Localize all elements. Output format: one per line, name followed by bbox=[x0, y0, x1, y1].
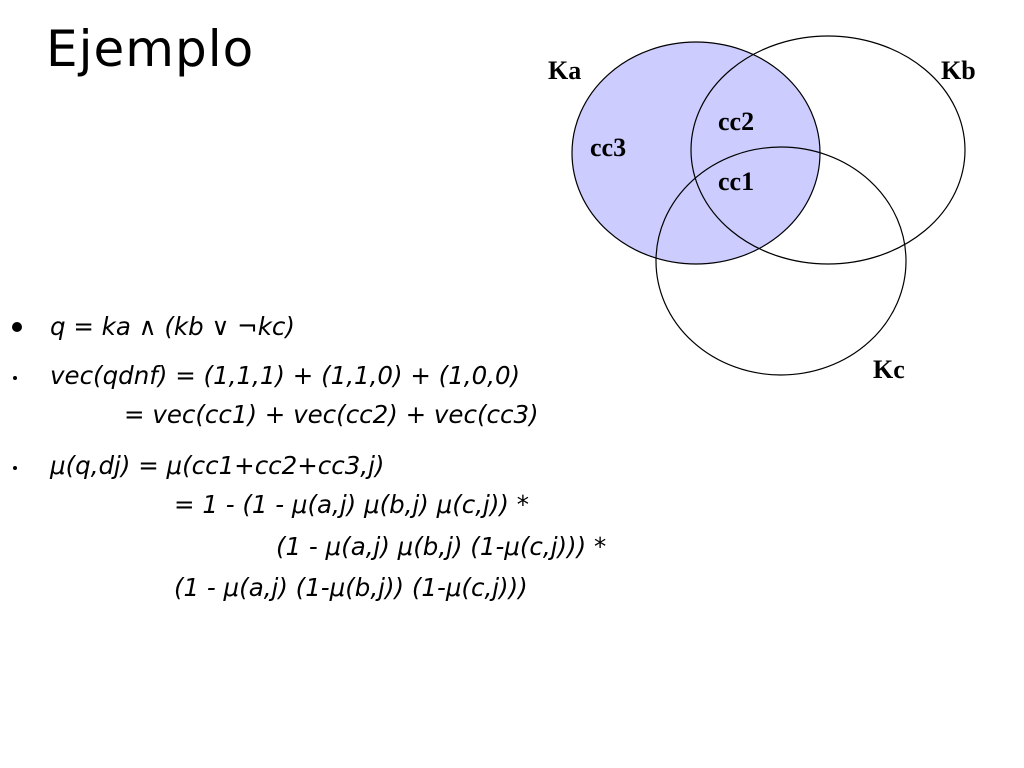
label-ka: Ka bbox=[548, 56, 581, 85]
label-kb: Kb bbox=[941, 56, 976, 85]
bullet-2-line-1: vec(qdnf) = (1,1,1) + (1,1,0) + (1,0,0) bbox=[50, 361, 521, 390]
bullet-3-line-3: (1 - μ(a,j) μ(b,j) (1-μ(c,j))) * bbox=[276, 532, 607, 561]
circle-kb bbox=[690, 35, 966, 265]
slide-title: Ejemplo bbox=[46, 20, 255, 78]
label-cc3: cc3 bbox=[590, 133, 626, 162]
label-cc2: cc2 bbox=[718, 107, 754, 136]
bullet-marker-3 bbox=[13, 466, 17, 470]
circle-kc bbox=[655, 146, 907, 376]
bullet-2-line-2: = vec(cc1) + vec(cc2) + vec(cc3) bbox=[124, 400, 539, 429]
bullet-3-line-2: = 1 - (1 - μ(a,j) μ(b,j) μ(c,j)) * bbox=[174, 490, 529, 519]
bullet-marker-1 bbox=[12, 322, 22, 332]
label-kc: Kc bbox=[873, 355, 905, 384]
bullet-marker-2 bbox=[13, 376, 17, 380]
label-cc1: cc1 bbox=[718, 167, 754, 196]
bullet-3-line-4: (1 - μ(a,j) (1-μ(b,j)) (1-μ(c,j))) bbox=[174, 573, 528, 602]
bullet-1-line-1: q = ka ∧ (kb ∨ ¬kc) bbox=[50, 312, 295, 341]
bullet-3-line-1: μ(q,dj) = μ(cc1+cc2+cc3,j) bbox=[50, 451, 385, 480]
